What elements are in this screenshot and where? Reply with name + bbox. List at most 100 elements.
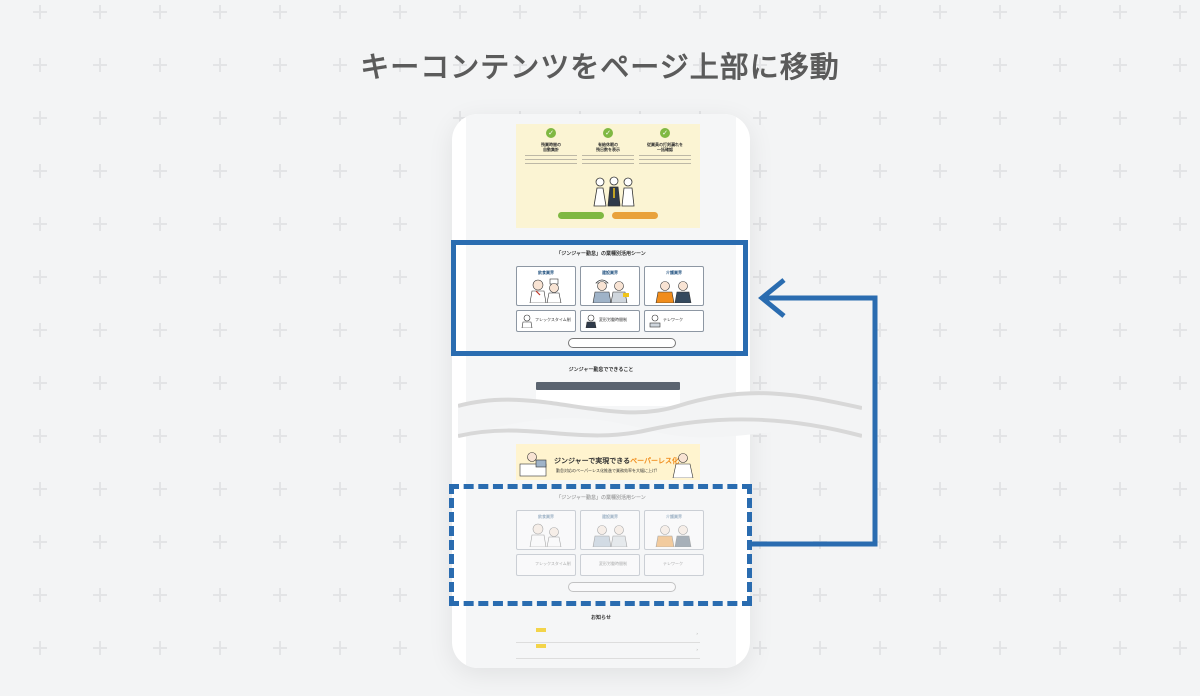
style-card-variable-hours[interactable]: 変形労働時間制 [580, 310, 640, 332]
style-card-telework[interactable]: テレワーク [644, 310, 704, 332]
plus-decoration [453, 5, 467, 19]
plus-decoration [753, 270, 767, 284]
plus-decoration [213, 588, 227, 602]
office-illustration [519, 452, 547, 477]
plus-decoration [153, 270, 167, 284]
style-card-flextime[interactable]: フレックスタイム制 [516, 310, 576, 332]
check-icon: ✓ [660, 128, 670, 138]
plus-decoration [153, 429, 167, 443]
style-label: フレックスタイム制 [535, 317, 571, 322]
plus-decoration [33, 217, 47, 231]
industry-card-construction-original: 建設業界 [580, 510, 640, 550]
paperless-banner[interactable]: ジンジャーで実現できるペーパーレス化 勤怠対応のペーパーレス化推進で業務効率を大… [516, 444, 700, 480]
feature-title: 残業時間の 自動集計 [541, 142, 561, 152]
plus-decoration [213, 111, 227, 125]
plus-decoration [213, 5, 227, 19]
plus-decoration [153, 588, 167, 602]
chef-illustration [529, 523, 562, 547]
plus-decoration [273, 5, 287, 19]
news-item[interactable]: › [516, 628, 700, 643]
plus-decoration [393, 217, 407, 231]
plus-decoration [93, 535, 107, 549]
industry-card-care[interactable]: 介護業界 [644, 266, 704, 306]
plus-decoration [813, 270, 827, 284]
plus-decoration [33, 588, 47, 602]
industry-card-restaurant-original: 飲食業界 [516, 510, 576, 550]
person-icon [585, 314, 597, 328]
plus-decoration [933, 323, 947, 337]
plus-decoration [993, 5, 1007, 19]
hero-button-orange[interactable] [612, 212, 658, 219]
plus-decoration [1173, 429, 1187, 443]
plus-decoration [753, 323, 767, 337]
industry-label: 介護業界 [666, 270, 682, 275]
see-more-button[interactable] [568, 338, 676, 348]
plus-decoration [1173, 323, 1187, 337]
plus-decoration [213, 323, 227, 337]
plus-decoration [993, 376, 1007, 390]
webpage-preview: ✓ 残業時間の 自動集計 ✓ 有給休暇の 残日数を表示 ✓ 従業員の打刻漏れを … [466, 114, 736, 668]
plus-decoration [933, 588, 947, 602]
plus-decoration [33, 270, 47, 284]
plus-decoration [93, 58, 107, 72]
feature-overtime: ✓ 残業時間の 自動集計 [522, 128, 580, 164]
plus-decoration [1113, 217, 1127, 231]
page-heading: キーコンテンツをページ上部に移動 [360, 50, 840, 84]
plus-decoration [273, 111, 287, 125]
plus-decoration [933, 111, 947, 125]
plus-decoration [933, 217, 947, 231]
plus-decoration [273, 588, 287, 602]
plus-decoration [933, 535, 947, 549]
plus-decoration [933, 482, 947, 496]
plus-decoration [273, 164, 287, 178]
plus-decoration [213, 58, 227, 72]
plus-decoration [153, 111, 167, 125]
style-label: テレワーク [663, 561, 683, 566]
plus-decoration [153, 641, 167, 655]
plus-decoration [513, 5, 527, 19]
construction-worker-illustration [592, 279, 629, 303]
hero-button-green[interactable] [558, 212, 604, 219]
plus-decoration [873, 588, 887, 602]
plus-decoration [1053, 482, 1067, 496]
plus-decoration [153, 376, 167, 390]
industry-label: 飲食業界 [538, 270, 554, 275]
industry-card-restaurant[interactable]: 飲食業界 [516, 266, 576, 306]
plus-decoration [813, 376, 827, 390]
hero-section: ✓ 残業時間の 自動集計 ✓ 有給休暇の 残日数を表示 ✓ 従業員の打刻漏れを … [516, 124, 700, 228]
people-illustration [593, 176, 635, 207]
plus-decoration [273, 270, 287, 284]
feature-missed-punch: ✓ 従業員の打刻漏れを 一括確認 [636, 128, 694, 164]
industry-label: 介護業界 [666, 514, 682, 519]
plus-decoration [753, 641, 767, 655]
check-icon: ✓ [546, 128, 556, 138]
plus-decoration [1053, 270, 1067, 284]
plus-decoration [93, 641, 107, 655]
plus-decoration [333, 482, 347, 496]
plus-decoration [753, 482, 767, 496]
plus-decoration [813, 588, 827, 602]
plus-decoration [1173, 111, 1187, 125]
banner-subtitle: 勤怠対応のペーパーレス化推進で業務効率を大幅に上げ! [556, 468, 658, 473]
plus-decoration [393, 58, 407, 72]
plus-decoration [393, 535, 407, 549]
plus-decoration [1113, 111, 1127, 125]
plus-decoration [1053, 164, 1067, 178]
plus-decoration [333, 641, 347, 655]
plus-decoration [33, 111, 47, 125]
plus-decoration [1053, 111, 1067, 125]
plus-decoration [813, 5, 827, 19]
original-section-highlight [449, 484, 752, 606]
industry-card-construction[interactable]: 建設業界 [580, 266, 640, 306]
plus-decoration [213, 482, 227, 496]
plus-decoration [1173, 535, 1187, 549]
news-item[interactable]: › [516, 644, 700, 659]
plus-decoration [393, 429, 407, 443]
plus-decoration [273, 376, 287, 390]
industry-card-care-original: 介護業界 [644, 510, 704, 550]
plus-decoration [1173, 270, 1187, 284]
plus-decoration [753, 217, 767, 231]
style-label: 変形労働時間制 [599, 561, 627, 566]
plus-decoration [273, 217, 287, 231]
banner-title-prefix: ジンジャーで実現できる [554, 457, 631, 465]
